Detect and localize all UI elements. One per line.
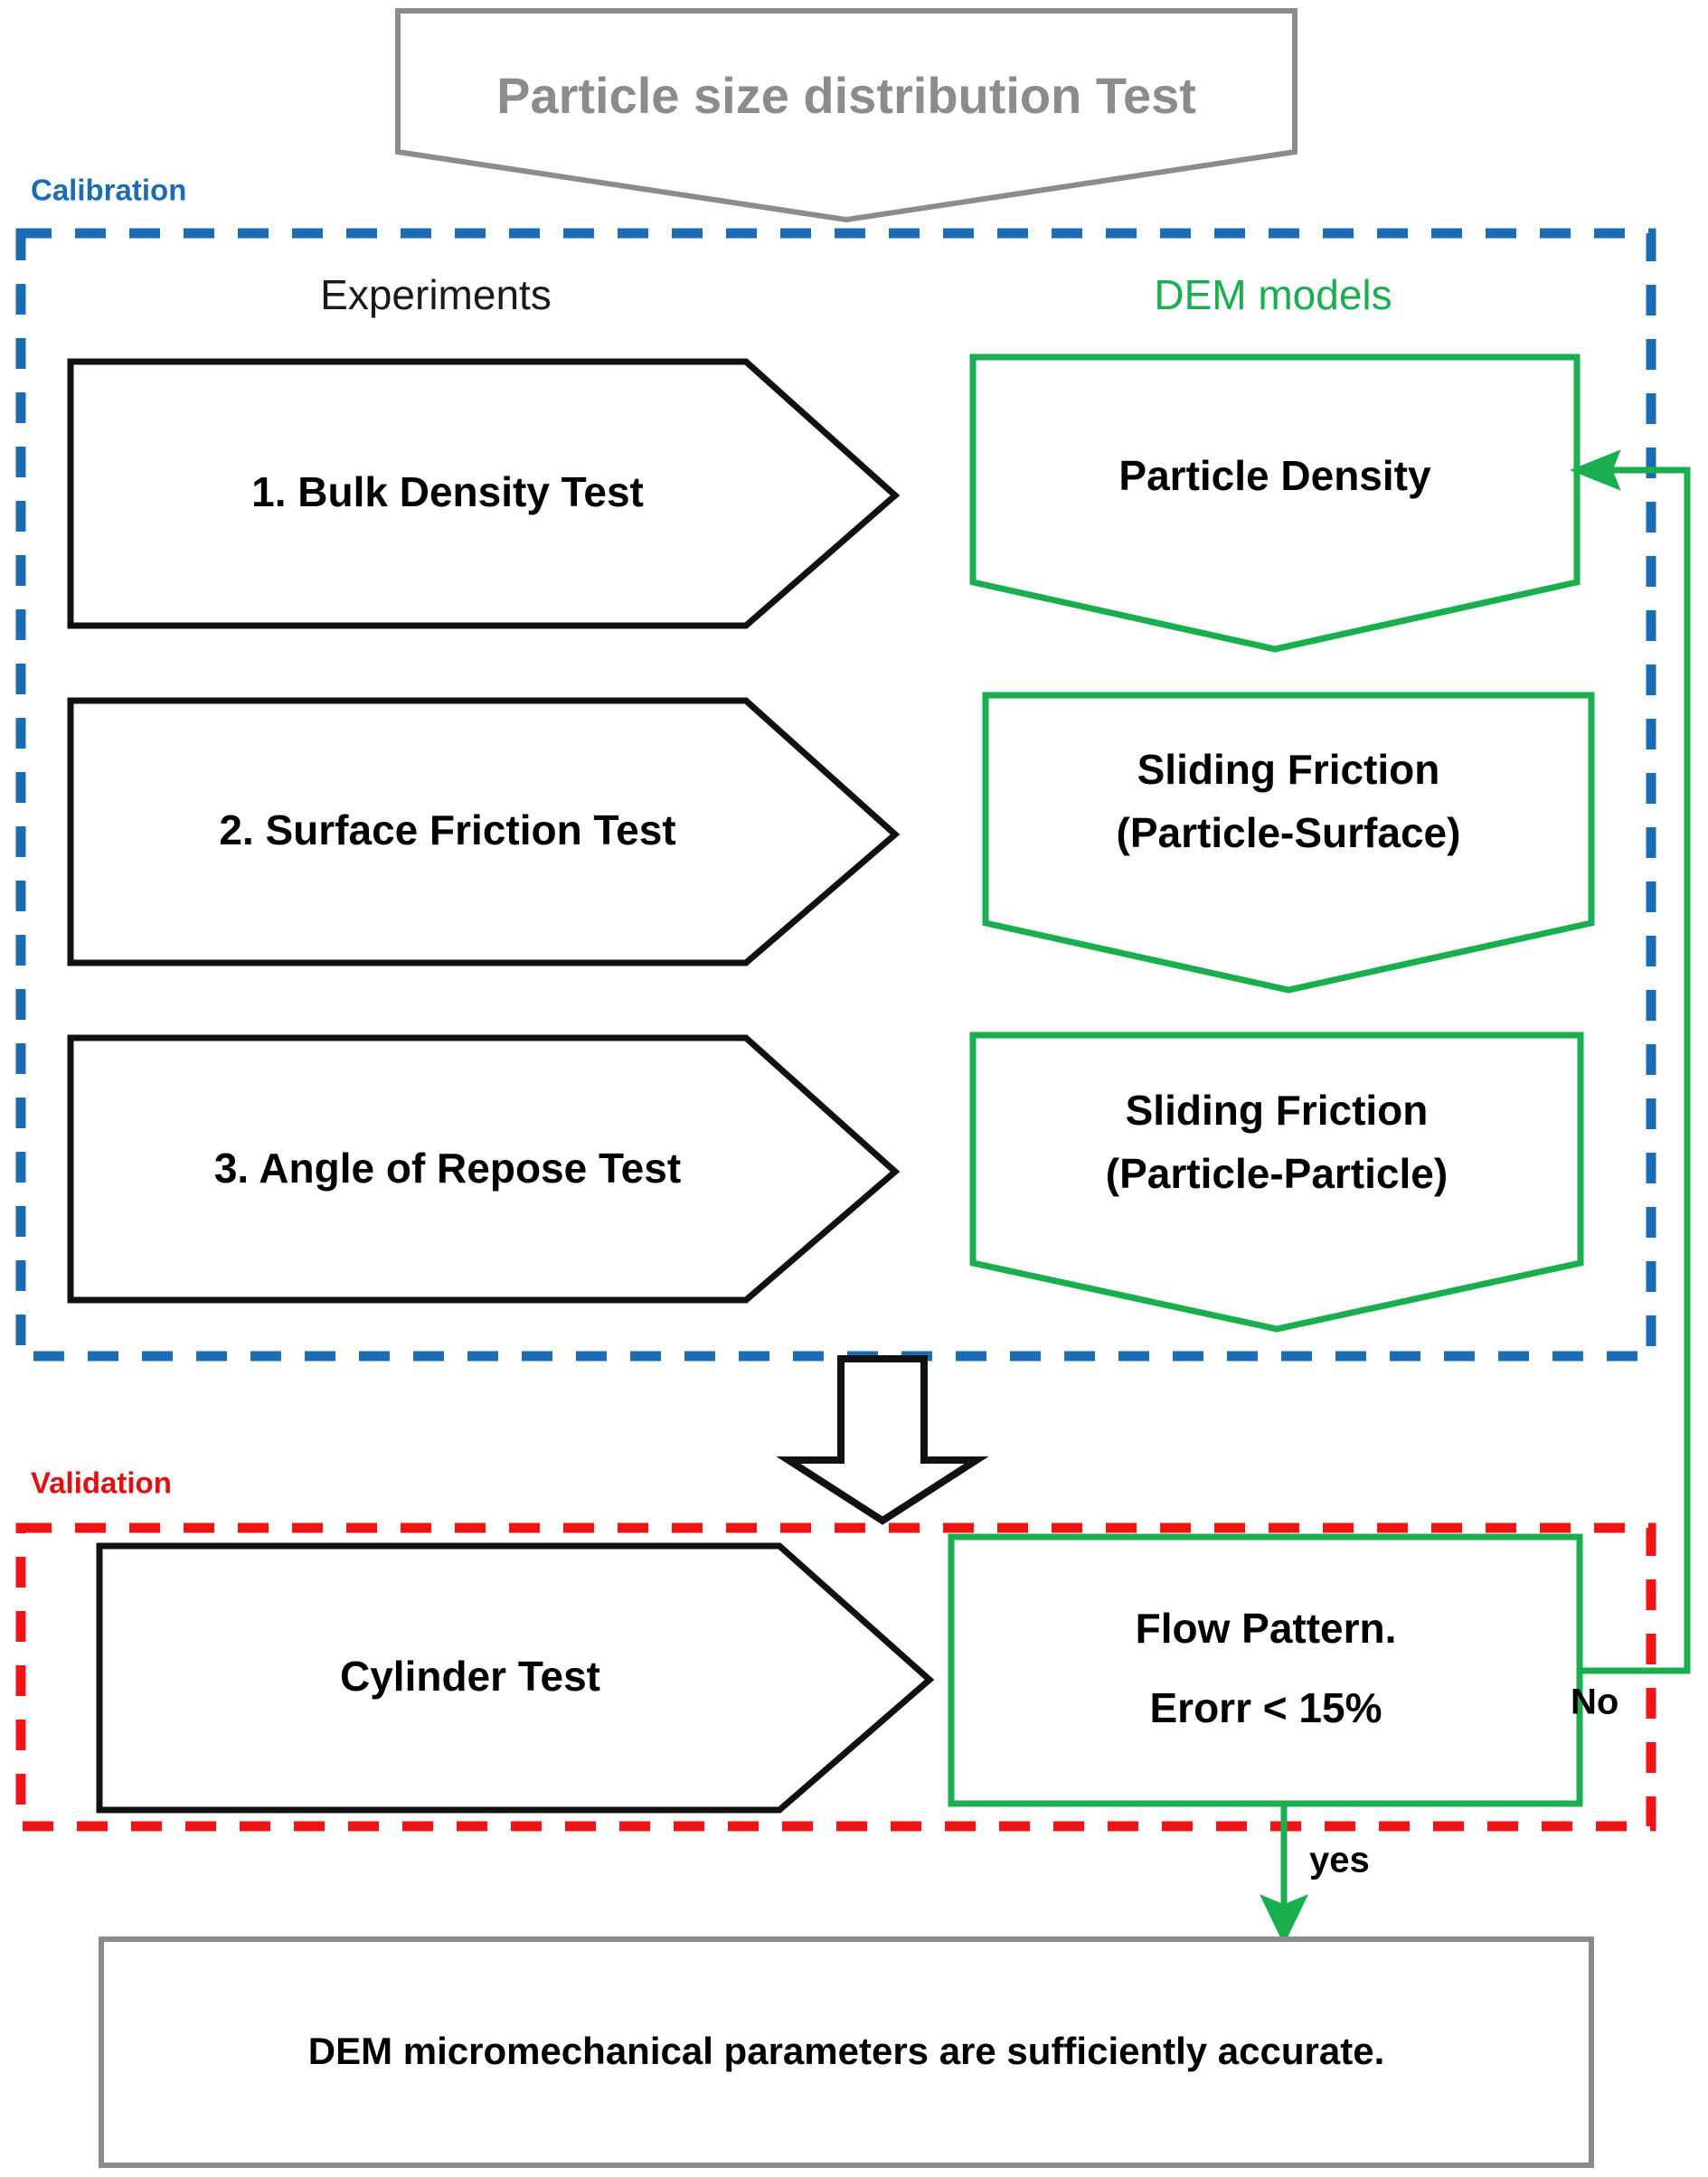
- experiment-1-label: 1. Bulk Density Test: [251, 468, 644, 515]
- title-box-shape: [395, 8, 1298, 223]
- validation-region: Validation: [15, 1466, 1656, 1832]
- dem-model-shape-1-outline: [969, 353, 1581, 653]
- dem-model-3-label-line1: Sliding Friction: [1126, 1087, 1429, 1134]
- dem-model-shape-2[interactable]: Sliding Friction (Particle-Surface): [982, 692, 1595, 994]
- experiment-2-label: 2. Surface Friction Test: [219, 806, 675, 853]
- validation-experiment-shape[interactable]: Cylinder Test: [96, 1542, 935, 1814]
- experiment-3-label: 3. Angle of Repose Test: [214, 1145, 681, 1192]
- flow-pattern-decision-outline: [948, 1533, 1583, 1807]
- title-box-label: Particle size distribution Test: [496, 67, 1196, 124]
- result-box-label: DEM micromechanical parameters are suffi…: [308, 2030, 1385, 2072]
- validation-region-border: [15, 1522, 1656, 1832]
- dem-model-2-label-line1: Sliding Friction: [1137, 746, 1440, 793]
- flow-pattern-label-line1: Flow Pattern.: [1136, 1605, 1397, 1652]
- dem-model-shape-1[interactable]: Particle Density: [969, 353, 1581, 653]
- experiment-shape-1-outline: [67, 358, 901, 629]
- calibration-to-validation-arrow: [776, 1355, 989, 1525]
- flow-pattern-decision-box[interactable]: Flow Pattern. Erorr < 15%: [948, 1533, 1583, 1807]
- calibration-region-border: [15, 228, 1656, 1362]
- no-feedback-line: [1580, 466, 1691, 1674]
- dem-model-shape-3-outline: [969, 1032, 1584, 1333]
- experiment-shape-3-outline: [67, 1034, 901, 1304]
- validation-experiment-label: Cylinder Test: [340, 1653, 600, 1700]
- arrow-down-icon: [1259, 1894, 1309, 1946]
- arrow-left-icon: [1569, 449, 1621, 491]
- dem-model-1-label-line1: Particle Density: [1118, 452, 1431, 499]
- edge-label-no: No: [1571, 1682, 1618, 1722]
- result-box[interactable]: DEM micromechanical parameters are suffi…: [99, 1937, 1594, 2168]
- dem-model-2-label-line2: (Particle-Surface): [1117, 809, 1461, 856]
- experiment-shape-2-outline: [67, 697, 901, 966]
- title-box: Particle size distribution Test: [395, 8, 1298, 223]
- column-header-experiments: Experiments: [320, 271, 552, 318]
- no-feedback-path: No: [1569, 449, 1691, 1722]
- down-block-arrow-icon: [776, 1355, 989, 1525]
- dem-model-shape-2-outline: [982, 692, 1595, 994]
- yes-path: yes: [1259, 1804, 1370, 1946]
- validation-experiment-outline: [96, 1542, 935, 1814]
- calibration-region: Calibration: [15, 174, 1656, 1362]
- result-box-outline: [99, 1937, 1594, 2168]
- calibration-region-label: Calibration: [31, 174, 186, 207]
- dem-model-3-label-line2: (Particle-Particle): [1106, 1150, 1448, 1197]
- experiment-shape-3[interactable]: 3. Angle of Repose Test: [67, 1034, 901, 1304]
- flow-pattern-label-line2: Erorr < 15%: [1150, 1684, 1382, 1731]
- edge-label-yes: yes: [1309, 1841, 1370, 1880]
- column-header-dem-models: DEM models: [1154, 271, 1392, 318]
- dem-model-shape-3[interactable]: Sliding Friction (Particle-Particle): [969, 1032, 1584, 1333]
- experiment-shape-2[interactable]: 2. Surface Friction Test: [67, 697, 901, 966]
- validation-region-label: Validation: [31, 1466, 172, 1500]
- experiment-shape-1[interactable]: 1. Bulk Density Test: [67, 358, 901, 629]
